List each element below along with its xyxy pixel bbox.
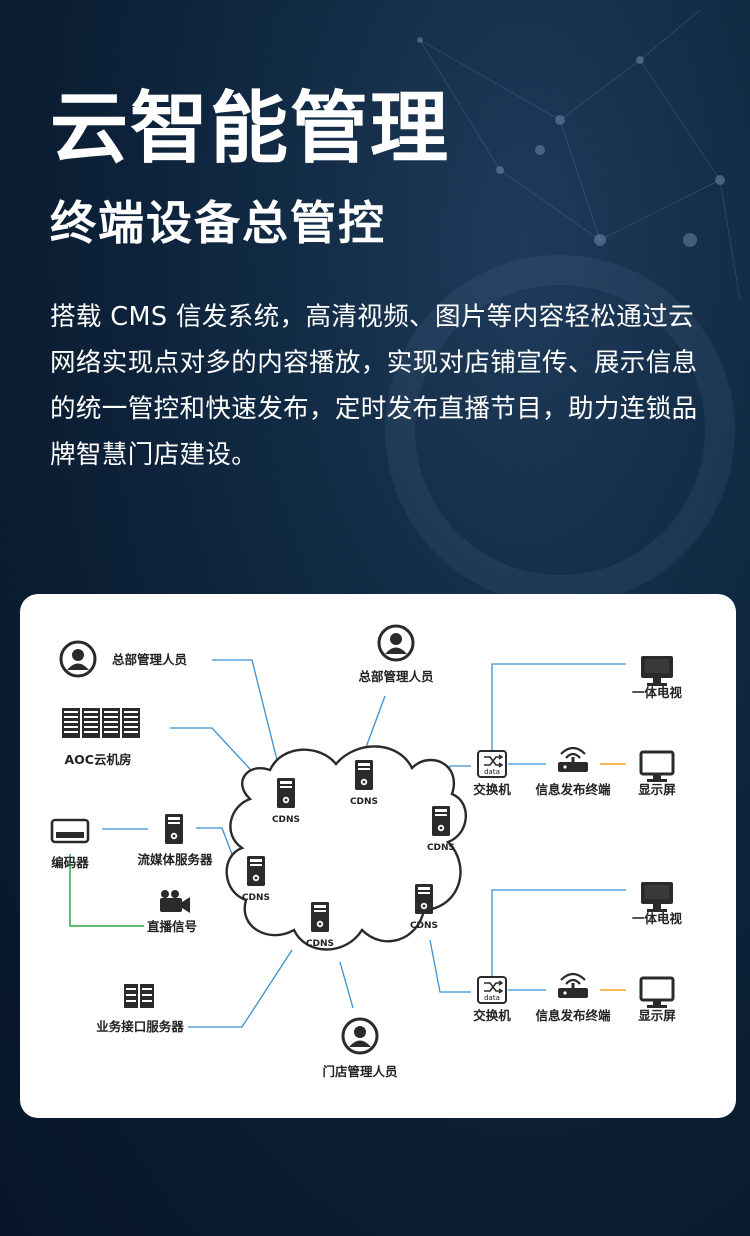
monitor-icon	[639, 750, 675, 784]
line-cdns-to-switch-bottom	[429, 939, 471, 993]
svg-text:AOC云机房: AOC云机房	[65, 752, 132, 767]
top-tv: 一体电视	[632, 656, 683, 700]
svg-text:CDNS: CDNS	[306, 939, 334, 949]
person-icon	[59, 640, 97, 678]
line-store-admin-to-cdns	[339, 961, 354, 1009]
network-diagram: CDNS CDNS CDNS CDNS CDNS CDNS 总部管理人员 AOC…	[50, 624, 683, 1079]
svg-text:交换机: 交换机	[473, 1008, 511, 1023]
server-icon	[165, 814, 183, 844]
svg-text:CDNS: CDNS	[350, 797, 378, 807]
cdns-node-6: CDNS	[306, 902, 334, 949]
video-camera-icon	[160, 890, 190, 913]
streaming-server: 流媒体服务器	[137, 814, 213, 867]
page-title: 云智能管理	[50, 84, 451, 174]
bottom-screen: 显示屏	[638, 976, 676, 1023]
top-screen: 显示屏	[638, 750, 676, 797]
monitor-icon	[639, 976, 675, 1010]
tv-icon	[641, 656, 673, 686]
svg-text:编码器: 编码器	[51, 855, 89, 870]
svg-text:总部管理人员: 总部管理人员	[358, 669, 434, 684]
svg-text:一体电视: 一体电视	[632, 685, 683, 700]
live-signal: 直播信号	[147, 890, 197, 934]
background-network-decoration	[385, 9, 741, 600]
router-icon	[556, 972, 590, 1000]
line-biz-to-cdns	[188, 949, 293, 1028]
encoder: 编码器	[50, 818, 90, 870]
svg-text:CDNS: CDNS	[427, 843, 455, 853]
svg-text:流媒体服务器: 流媒体服务器	[137, 852, 213, 867]
person-icon	[341, 1017, 379, 1055]
aoc-cloud-room: AOC云机房	[62, 708, 140, 767]
svg-text:CDNS: CDNS	[242, 893, 270, 903]
cdns-node-1: CDNS	[272, 778, 300, 825]
svg-text:CDNS: CDNS	[410, 921, 438, 931]
encoder-icon	[50, 818, 90, 844]
feature-description: 搭载 CMS 信发系统，高清视频、图片等内容轻松通过云网络实现点对多的内容播放，…	[50, 302, 698, 470]
line-encoder-to-live-signal	[69, 854, 144, 927]
store-admin: 门店管理人员	[322, 1017, 398, 1079]
svg-text:一体电视: 一体电视	[632, 911, 683, 926]
hq-admin-left: 总部管理人员	[59, 640, 188, 678]
tv-icon	[641, 882, 673, 912]
biz-interface-server: 业务接口服务器	[96, 984, 184, 1034]
svg-text:显示屏: 显示屏	[638, 782, 676, 797]
svg-text:信息发布终端: 信息发布终端	[535, 782, 611, 797]
top-switch: data 交换机	[473, 750, 511, 797]
person-icon	[377, 624, 415, 662]
cdns-node-5: CDNS	[410, 884, 438, 931]
line-aoc-to-cdns	[170, 727, 263, 783]
page-subtitle: 终端设备总管控	[50, 196, 386, 250]
svg-text:总部管理人员: 总部管理人员	[112, 652, 188, 667]
line-switch-to-tv-bottom	[491, 889, 626, 977]
cdns-node-2: CDNS	[350, 760, 378, 807]
cdns-node-3: CDNS	[427, 806, 455, 853]
cdns-node-4: CDNS	[242, 856, 270, 903]
svg-text:直播信号: 直播信号	[147, 919, 197, 934]
bottom-switch: data 交换机	[473, 976, 511, 1023]
svg-text:信息发布终端: 信息发布终端	[535, 1008, 611, 1023]
line-top-admin-to-cdns	[364, 695, 386, 751]
line-hq-admin-to-cdns	[212, 659, 283, 781]
svg-text:CDNS: CDNS	[272, 815, 300, 825]
svg-text:显示屏: 显示屏	[638, 1008, 676, 1023]
bottom-terminal: 信息发布终端	[535, 972, 611, 1023]
hq-admin-top: 总部管理人员	[358, 624, 434, 684]
router-icon	[556, 746, 590, 774]
server-rack-icon	[124, 984, 154, 1008]
svg-text:业务接口服务器: 业务接口服务器	[96, 1019, 184, 1034]
line-switch-to-tv-top	[491, 663, 626, 750]
svg-text:交换机: 交换机	[473, 782, 511, 797]
server-rack-icon	[62, 708, 140, 738]
svg-text:data: data	[484, 768, 500, 776]
svg-text:门店管理人员: 门店管理人员	[322, 1064, 398, 1079]
bottom-tv: 一体电视	[632, 882, 683, 926]
network-diagram-card: CDNS CDNS CDNS CDNS CDNS CDNS 总部管理人员 AOC…	[20, 594, 736, 1118]
svg-text:data: data	[484, 994, 500, 1002]
top-terminal: 信息发布终端	[535, 746, 611, 797]
